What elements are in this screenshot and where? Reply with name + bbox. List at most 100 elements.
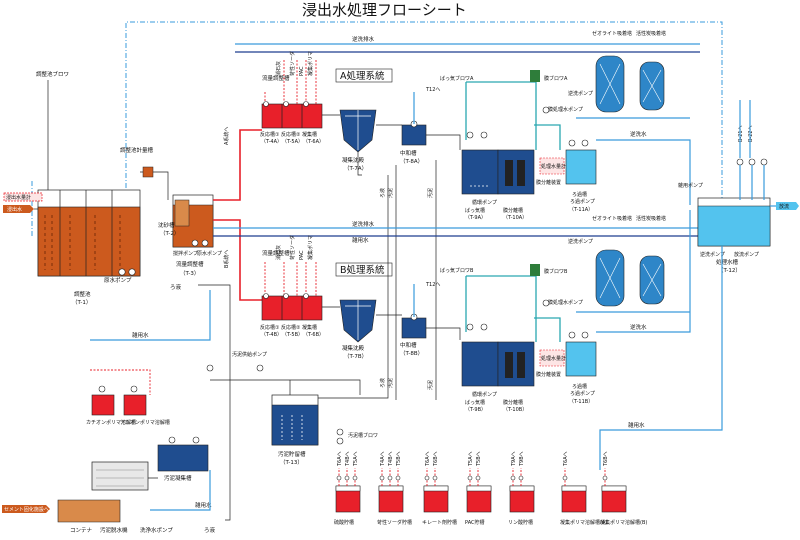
container-label: コンテナ — [70, 527, 93, 534]
reverse-water-a-label: 逆洗水 — [630, 130, 647, 138]
b-mem-label: 膜分離槽 — [503, 399, 523, 406]
treated-tank-label: 処理水槽 — [716, 258, 739, 266]
aeration-a-label: ばっ気ブロワA — [440, 75, 474, 82]
leachate-meter-label: 浸出水量計 — [6, 194, 31, 201]
misc-pump-top-label: 雑用ポンプ — [678, 182, 703, 189]
b-filter-id: （T-11B） — [569, 399, 593, 405]
b-bio-label: ばっ気槽 — [465, 399, 485, 406]
reverse-pump-label: 逆洗ポンプ — [700, 251, 725, 258]
chem-target-label: T5Aへ — [353, 451, 359, 467]
treated-id: （T-12） — [718, 267, 741, 274]
adjust-pond-id: （T-1） — [72, 299, 91, 306]
feed-line-a — [213, 129, 262, 201]
caustic-a-label: 苛性ソーダ — [289, 51, 296, 76]
b-neut1-id: （T-4B） — [261, 332, 282, 338]
a-filter-tank — [565, 149, 597, 185]
chem-tank-label: 苛性ソーダ貯槽 — [377, 519, 412, 526]
b-membrane-blower — [530, 264, 540, 276]
chem-tank-label: キレート剤貯槽 — [422, 519, 457, 526]
lime-b-label: 消石灰 — [275, 245, 282, 260]
cement-arrow — [2, 505, 50, 513]
b-treat-meter-label: 処理水量計 — [541, 355, 566, 362]
top-return-line — [125, 21, 723, 198]
a-mem-label: 膜分離槽 — [503, 207, 523, 214]
a-circ-pump-label: 循環ポンプ — [472, 199, 497, 206]
adjust-pond — [37, 189, 141, 277]
sludge-store-id: （T-13） — [280, 459, 303, 466]
chem-tank-label: PAC貯槽 — [465, 519, 485, 526]
chem-tank-label: 凝集ポリマ溶解槽(B) — [600, 519, 647, 526]
chem-pump — [562, 475, 568, 481]
discharge-arrow — [776, 202, 799, 210]
chem-target-label: T5Aへ — [468, 451, 474, 467]
dewater-label: 汚泥脱水機 — [100, 526, 128, 534]
chem-target-label: T6Bへ — [433, 451, 439, 467]
chem-target-label: T5Bへ — [476, 451, 482, 467]
b-circ-pump-label: 循環ポンプ — [472, 391, 497, 398]
sludge-a2-label: 汚泥 — [427, 188, 434, 198]
sludge-blower-label: 汚泥槽ブロワ — [348, 432, 378, 439]
b-system-label: B系統へ — [223, 250, 230, 268]
b-wash-pump-label: 逆洗ポンプ — [568, 238, 593, 245]
chem-pump — [424, 475, 430, 481]
b-neut1-label: 反応槽① — [260, 324, 280, 331]
leachate-inflow-arrow — [3, 205, 34, 213]
flow-adjust-label: 流量調整槽 — [176, 260, 204, 268]
sludge-b1-label: 汚泥 — [387, 378, 394, 388]
chem-tank: 凝集ポリマ溶解槽(B)T6Bへ — [600, 451, 647, 526]
misc-left-label: 雑用水 — [132, 331, 149, 339]
a-sludge-out — [357, 152, 362, 176]
sludge-a1-label: 汚泥 — [387, 188, 394, 198]
b-filter-pump-label: ろ過ポンプ — [570, 390, 595, 397]
container-box — [57, 499, 121, 523]
a-bio-label: ばっ気槽 — [465, 207, 485, 214]
flow-adjust-id: （T-3） — [180, 270, 199, 277]
settling-tank-label: 沈砂槽 — [158, 221, 175, 229]
a-membrane-blower-label: 膜ブロワA — [544, 75, 568, 82]
zeolite-b-label: ゼオライト吸着塔 — [592, 215, 632, 222]
chem-pump — [379, 475, 385, 481]
lime-a-label: 消石灰 — [275, 61, 282, 76]
a-coag-label: 凝集槽 — [302, 131, 317, 138]
a-reaction-tanks — [261, 101, 323, 129]
anion-polymer-label: アニオンポリマ溶解槽 — [120, 419, 170, 426]
raw-pump-label: 原水ポンプ — [104, 276, 132, 284]
chem-pump — [336, 475, 342, 481]
a-mid-id: （T-8A） — [400, 158, 423, 165]
carbon-b-label: 活性炭吸着塔 — [636, 215, 666, 222]
adjust-blower-label: 調整池ブロワ — [36, 70, 69, 78]
a-neut2-label: 反応槽② — [281, 131, 301, 138]
discharge-label: 放流 — [779, 203, 789, 210]
a-disinfect-label: 膜分離装置 — [536, 179, 561, 186]
a-system-label: A系統へ — [223, 127, 230, 145]
chem-pump — [475, 475, 481, 481]
b-reaction-tanks — [261, 293, 323, 321]
chem-pump — [395, 475, 401, 481]
b-disinfect-label: 膜分離装置 — [536, 371, 561, 378]
a-membrane-blower — [530, 70, 540, 82]
stir-pump-label: 撹拌ポンプ — [173, 250, 198, 257]
settling-tank — [174, 199, 190, 227]
chem-target-label: T6Aへ — [425, 451, 431, 467]
chem-tank-label: 凝集ポリマ溶解槽(A) — [560, 519, 607, 526]
chem-target-label: T6Aへ — [337, 451, 343, 467]
b-mid-label: 中和槽 — [400, 341, 417, 349]
discharge-pump-label: 放流ポンプ — [734, 251, 759, 258]
system-b-box — [335, 262, 393, 277]
a-bio-id: （T-9A） — [465, 215, 486, 221]
b-mem-pump-label: 膜処理水ポンプ — [548, 299, 583, 306]
dewater-machine — [91, 461, 149, 491]
adjust-meter-label: 調整池計量槽 — [120, 146, 154, 154]
chem-target-label: T4Bへ — [388, 451, 394, 467]
a-neut1-id: （T-4A） — [261, 139, 282, 145]
a-sed-label: 凝集沈殿 — [342, 156, 365, 164]
chem-target-label: T4Bへ — [345, 451, 351, 467]
reverse-water-b-label: 逆洗水 — [630, 323, 647, 331]
a-bio-tanks — [461, 131, 535, 195]
chem-pump — [518, 475, 524, 481]
raw-pump-2-label: 原水ポンプ — [197, 250, 222, 257]
